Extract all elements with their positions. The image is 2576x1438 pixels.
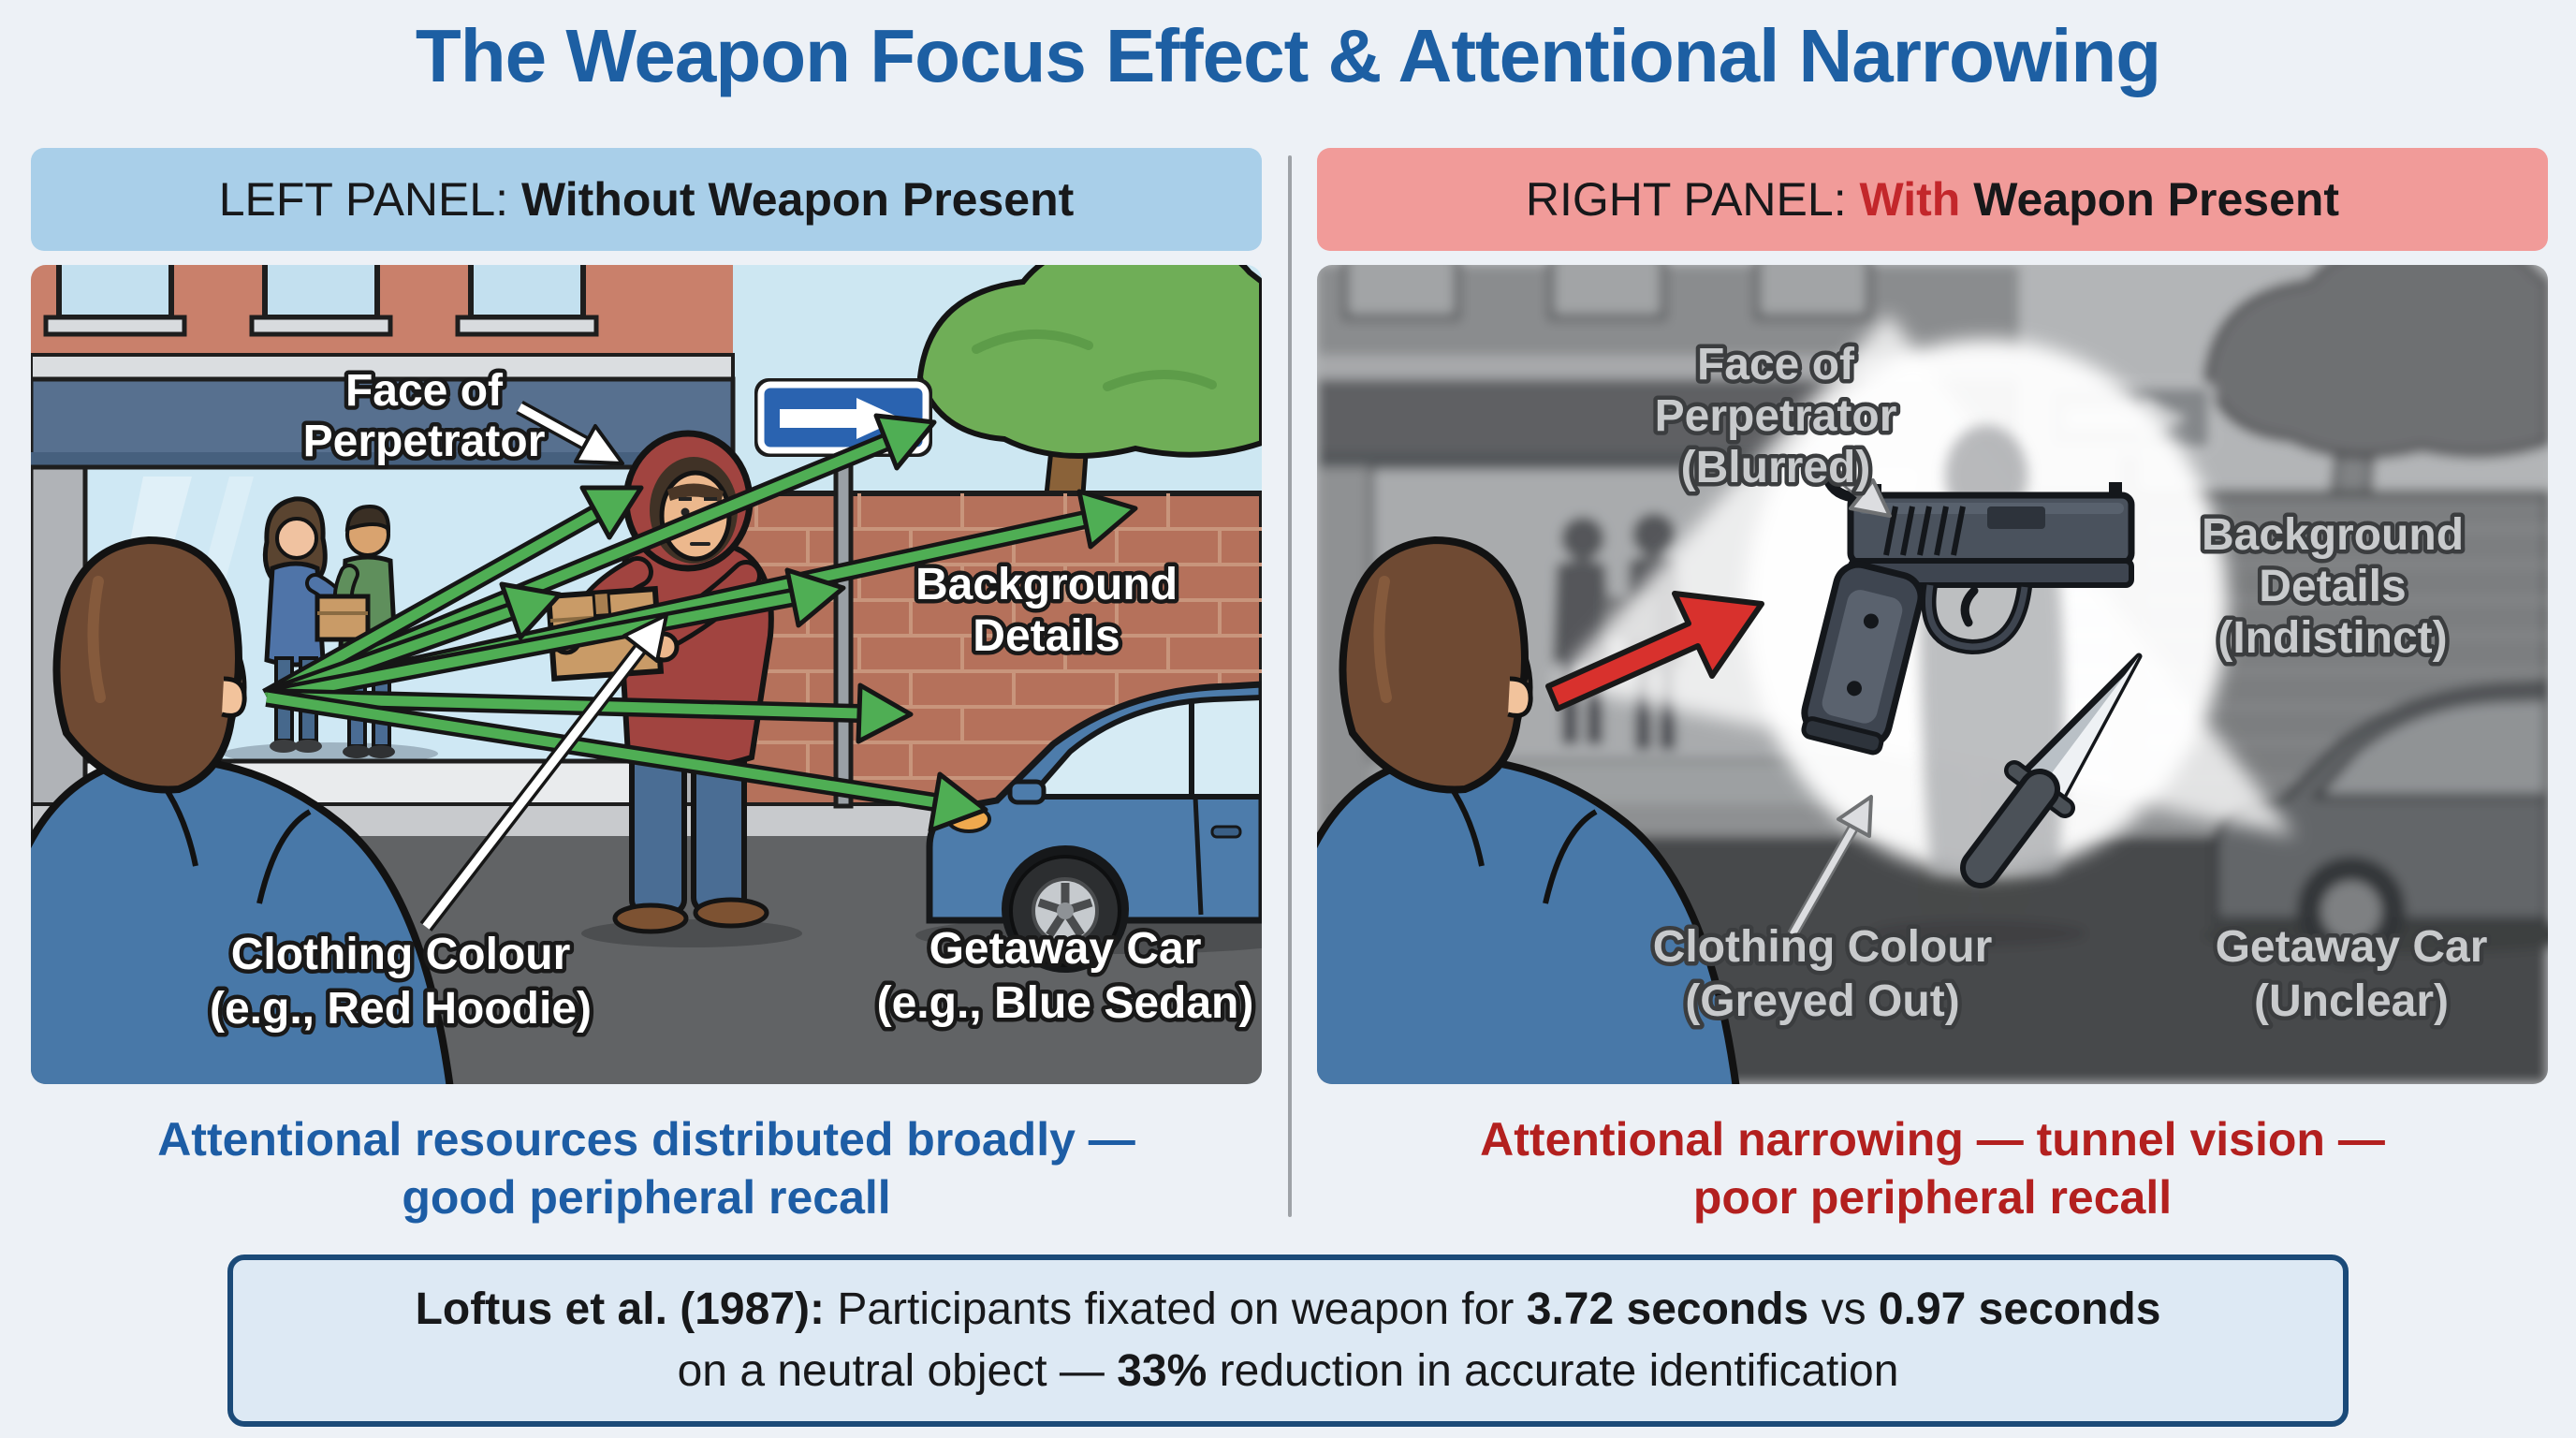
- clothing-label: Clothing Colour: [231, 930, 571, 979]
- citation-text: Participants fixated on weapon for: [824, 1284, 1527, 1334]
- observer-ear: [221, 676, 247, 718]
- clothing-pointer-arrow: [1787, 795, 1873, 937]
- attention-arrow-car-upper: [266, 682, 914, 744]
- citation-reference: Loftus et al. (1987):: [415, 1284, 825, 1334]
- right-panel-header: RIGHT PANEL: With Weapon Present: [1317, 148, 2548, 251]
- left-scene: Face of Perpetrator Background Details C…: [31, 265, 1262, 1084]
- caption-line: good peripheral recall: [402, 1171, 891, 1224]
- right-scene: Face of Perpetrator (Blurred) Background…: [1317, 265, 2548, 1084]
- handgun-icon: [1801, 467, 2135, 756]
- upper-window: [249, 265, 393, 337]
- clothing-label: Clothing Colour: [1653, 922, 1993, 972]
- citation-text: vs: [1808, 1284, 1879, 1334]
- citation-line: on a neutral object — 33% reduction in a…: [678, 1341, 1899, 1402]
- face-label: (Blurred): [1681, 443, 1871, 492]
- left-scene-illustration: Face of Perpetrator Background Details C…: [31, 265, 1262, 1084]
- eyewitness-observer: [31, 536, 455, 1084]
- attention-arrow-face: [262, 485, 644, 706]
- upper-window: [43, 265, 187, 337]
- page-title: The Weapon Focus Effect & Attentional Na…: [415, 14, 2161, 97]
- observer-ear: [1507, 676, 1533, 718]
- caption-line: poor peripheral recall: [1692, 1171, 2173, 1224]
- face-label: Face of: [1697, 340, 1855, 389]
- left-panel-caption: Attentional resources distributed broadl…: [31, 1110, 1262, 1226]
- face-pointer-arrow: [516, 400, 624, 465]
- observer-jacket: [31, 755, 455, 1084]
- right-header-prefix: RIGHT PANEL:: [1525, 173, 1860, 226]
- citation-text: reduction in accurate identification: [1207, 1346, 1899, 1396]
- right-header-highlight: With: [1859, 173, 1961, 226]
- car-wheel: [1002, 845, 1129, 973]
- observer-hair: [52, 536, 242, 794]
- attention-arrow-background: [265, 567, 846, 707]
- getaway-car: [915, 681, 1262, 973]
- citation-text: on a neutral object —: [677, 1346, 1118, 1396]
- face-pointer-arrow: [1817, 457, 1892, 518]
- observer-hair: [1339, 536, 1529, 794]
- background-label: Details: [2259, 562, 2406, 611]
- clothing-pointer-arrow: [419, 613, 668, 932]
- face-label: Perpetrator: [1655, 391, 1897, 441]
- car-mirror: [1007, 779, 1046, 805]
- clothing-label: (e.g., Red Hoodie): [210, 984, 592, 1034]
- citation-line: Loftus et al. (1987): Participants fixat…: [416, 1279, 2161, 1341]
- handgun-grip: [1801, 561, 1925, 756]
- attention-arrow-car-lower: [265, 688, 988, 833]
- right-panel-caption: Attentional narrowing — tunnel vision — …: [1317, 1110, 2548, 1226]
- eyewitness-observer: [1317, 536, 1741, 1084]
- caption-line: Attentional narrowing — tunnel vision —: [1480, 1113, 2385, 1166]
- parcel-box: [315, 594, 371, 642]
- background-label: Details: [973, 611, 1120, 661]
- greyed-getaway-car: [2202, 681, 2548, 965]
- observer-jacket: [1317, 755, 1741, 1084]
- background-label: Background: [2202, 510, 2464, 560]
- right-header-emphasis: Weapon Present: [1960, 173, 2340, 226]
- attention-arrows: [262, 413, 1138, 833]
- fixation-time-weapon: 3.72 seconds: [1526, 1284, 1809, 1334]
- background-label: (Indistinct): [2217, 613, 2447, 663]
- clothing-label: (Greyed Out): [1685, 976, 1959, 1026]
- car-windows: [1024, 694, 1262, 800]
- study-citation-box: Loftus et al. (1987): Participants fixat…: [227, 1255, 2349, 1427]
- fixation-time-neutral: 0.97 seconds: [1878, 1284, 2161, 1334]
- car-label: Getaway Car: [2216, 922, 2488, 972]
- face-label: Face of: [345, 366, 504, 416]
- left-header-prefix: LEFT PANEL:: [218, 173, 521, 226]
- focus-arrow-red: [1545, 591, 1764, 712]
- panel-divider: [1288, 155, 1292, 1217]
- caption-line: Attentional resources distributed broadl…: [157, 1113, 1135, 1166]
- knife-icon: [1960, 653, 2143, 888]
- tree: [916, 265, 1262, 497]
- car-label: (e.g., Blue Sedan): [877, 978, 1254, 1028]
- left-panel-header: LEFT PANEL: Without Weapon Present: [31, 148, 1262, 251]
- car-label: (Unclear): [2254, 976, 2449, 1026]
- shop-awning: [31, 376, 736, 462]
- identification-reduction: 33%: [1117, 1346, 1208, 1396]
- background-label: Background: [915, 560, 1178, 609]
- car-label: Getaway Car: [929, 924, 1202, 974]
- upper-window: [455, 265, 599, 337]
- face-label: Perpetrator: [303, 417, 546, 466]
- left-header-emphasis: Without Weapon Present: [520, 173, 1075, 226]
- right-scene-illustration: Face of Perpetrator (Blurred) Background…: [1317, 265, 2548, 1084]
